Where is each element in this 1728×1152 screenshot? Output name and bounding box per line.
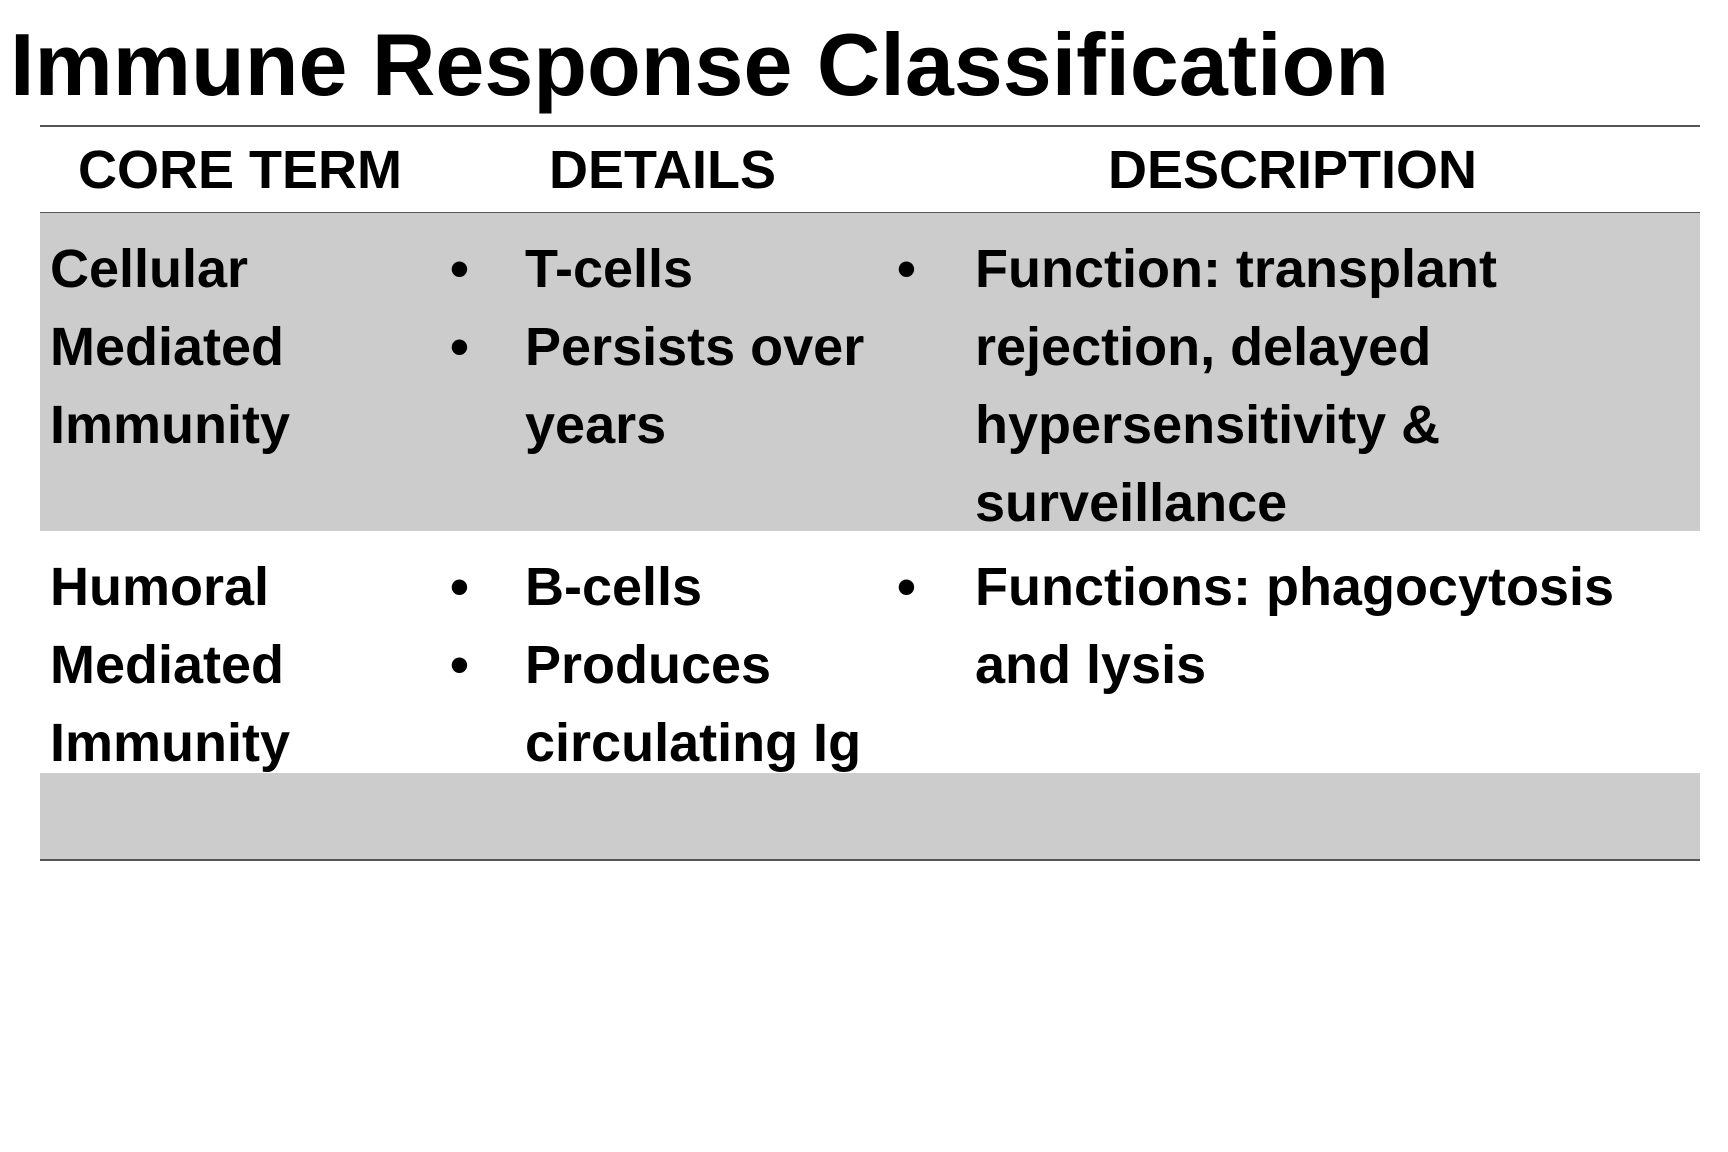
- bullet-icon: •: [450, 239, 469, 299]
- details-list: • T-cells • Persists over years: [440, 230, 885, 464]
- classification-table: CORE TERM DETAILS DESCRIPTION Cellular M…: [40, 125, 1700, 861]
- core-term-cell: Cellular Mediated Immunity: [50, 239, 291, 455]
- slide-title: Immune Response Classification: [10, 15, 1390, 114]
- list-item: • Produces circulating Ig: [440, 626, 885, 782]
- details-cell: • T-cells • Persists over years: [440, 230, 885, 531]
- description-list: • Function: transplant rejection, delaye…: [885, 230, 1700, 542]
- header-description: DESCRIPTION: [1107, 139, 1478, 200]
- bullet-icon: •: [450, 557, 469, 617]
- bullet-icon: •: [450, 635, 469, 695]
- description-list: • Functions: phagocytosis and lysis: [885, 548, 1700, 704]
- bullet-icon: •: [450, 317, 469, 377]
- description-cell: • Functions: phagocytosis and lysis: [885, 548, 1700, 773]
- header-core-term: CORE TERM: [78, 139, 402, 200]
- description-text: Functions: phagocytosis and lysis: [975, 557, 1615, 695]
- bullet-icon: •: [897, 239, 916, 299]
- description-cell: • Function: transplant rejection, delaye…: [885, 230, 1700, 533]
- table-row: Cellular Mediated Immunity • T-cells • P…: [40, 213, 1700, 533]
- detail-text: Produces circulating Ig: [525, 635, 862, 773]
- list-item: • Persists over years: [440, 308, 885, 464]
- list-item: • Functions: phagocytosis and lysis: [885, 548, 1700, 704]
- list-item: • Function: transplant rejection, delaye…: [885, 230, 1700, 542]
- list-item: • B-cells: [440, 548, 885, 626]
- table-row: Humoral Mediated Immunity • B-cells • Pr…: [40, 531, 1700, 773]
- empty-table-row: [40, 773, 1700, 859]
- core-term-cell: Humoral Mediated Immunity: [50, 557, 291, 773]
- list-item: • T-cells: [440, 230, 885, 308]
- detail-text: T-cells: [525, 239, 694, 299]
- details-list: • B-cells • Produces circulating Ig: [440, 548, 885, 782]
- header-details: DETAILS: [549, 139, 776, 200]
- description-text: Function: transplant rejection, delayed …: [975, 239, 1497, 533]
- detail-text: Persists over years: [525, 317, 865, 455]
- details-cell: • B-cells • Produces circulating Ig: [440, 548, 885, 773]
- bullet-icon: •: [897, 557, 916, 617]
- detail-text: B-cells: [525, 557, 703, 617]
- table-header-row: CORE TERM DETAILS DESCRIPTION: [40, 127, 1700, 213]
